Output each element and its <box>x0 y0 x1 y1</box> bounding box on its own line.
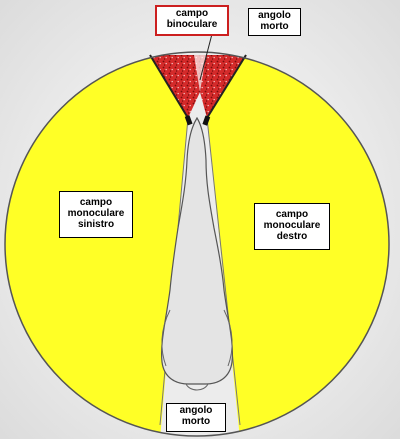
right-monocular-line3: destro <box>276 231 308 242</box>
horse-silhouette <box>161 116 233 385</box>
left-monocular-label: campo monoculare sinistro <box>59 191 133 238</box>
left-monocular-line1: campo <box>79 197 113 208</box>
bottom-dead-angle-label: angolo morto <box>166 403 226 432</box>
top-dead-angle-label: angolo morto <box>248 8 301 36</box>
bottom-dead-angle-line1: angolo <box>179 405 213 416</box>
visual-field-circle <box>4 51 390 437</box>
horse-tail <box>185 383 209 391</box>
binocular-label-line1: campo <box>175 8 209 19</box>
bottom-dead-angle-line2: morto <box>181 416 211 427</box>
dead-angle-pointer <box>199 33 213 81</box>
binocular-field-label: campo binoculare <box>155 5 229 36</box>
right-monocular-line2: monoculare <box>263 220 321 231</box>
left-binocular-boundary <box>149 54 189 119</box>
left-monocular-line2: monoculare <box>67 208 125 219</box>
left-monocular-line3: sinistro <box>77 219 115 230</box>
top-dead-angle-wedge <box>194 55 206 92</box>
binocular-field <box>150 55 246 118</box>
right-eye-icon <box>202 115 211 126</box>
right-monocular-line1: campo <box>275 209 309 220</box>
right-binocular-boundary <box>206 54 247 119</box>
right-monocular-label: campo monoculare destro <box>254 203 330 250</box>
horse-left-flank <box>161 309 171 367</box>
left-monocular-field <box>5 55 188 436</box>
binocular-label-line2: binoculare <box>166 19 218 30</box>
right-field-boundary <box>206 117 241 426</box>
left-eye-icon <box>184 115 193 126</box>
horse-right-flank <box>223 309 233 367</box>
top-dead-angle-line1: angolo <box>258 10 291 21</box>
top-dead-angle-line2: morto <box>260 21 289 32</box>
